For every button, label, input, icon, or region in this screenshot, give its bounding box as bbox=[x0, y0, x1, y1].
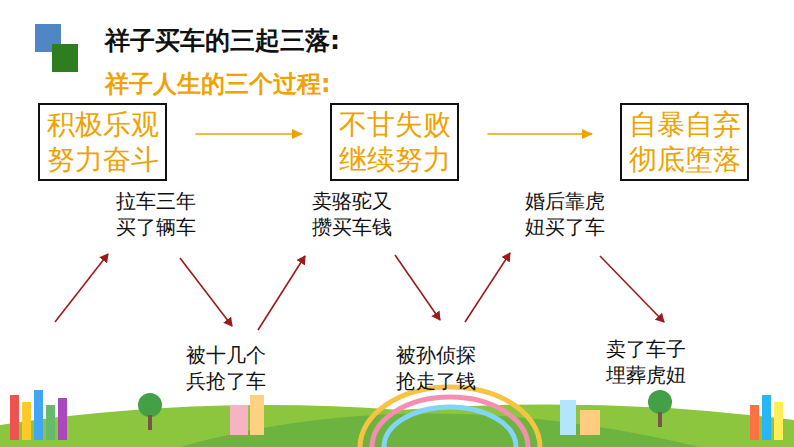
stage-arrow bbox=[195, 133, 302, 135]
stage-box: 自暴自弃 彻底堕落 bbox=[620, 103, 749, 181]
subtitle: 祥子人生的三个过程: bbox=[105, 68, 331, 100]
zigzag-arrows bbox=[55, 253, 664, 330]
event-label: 被孙侦探 抢走了钱 bbox=[396, 342, 479, 394]
stage-text: 积极乐观 努力奋斗 bbox=[46, 107, 159, 177]
stage-box: 积极乐观 努力奋斗 bbox=[38, 103, 167, 181]
stage-arrow bbox=[487, 133, 592, 135]
stage-text: 自暴自弃 彻底堕落 bbox=[628, 107, 741, 177]
event-label: 被十几个 兵抢了车 bbox=[186, 342, 269, 394]
event-label: 拉车三年 买了辆车 bbox=[116, 188, 199, 240]
stage-box: 不甘失败 继续努力 bbox=[330, 103, 459, 181]
event-label: 卖了车子 埋葬虎妞 bbox=[606, 336, 689, 388]
stage-text: 不甘失败 继续努力 bbox=[338, 107, 451, 177]
event-label: 卖骆驼又 攒买车钱 bbox=[312, 188, 395, 240]
event-label: 婚后靠虎 妞买了车 bbox=[525, 188, 608, 240]
green-square bbox=[52, 44, 78, 72]
bottom-scene bbox=[0, 387, 794, 447]
title: 祥子买车的三起三落: bbox=[105, 24, 340, 57]
